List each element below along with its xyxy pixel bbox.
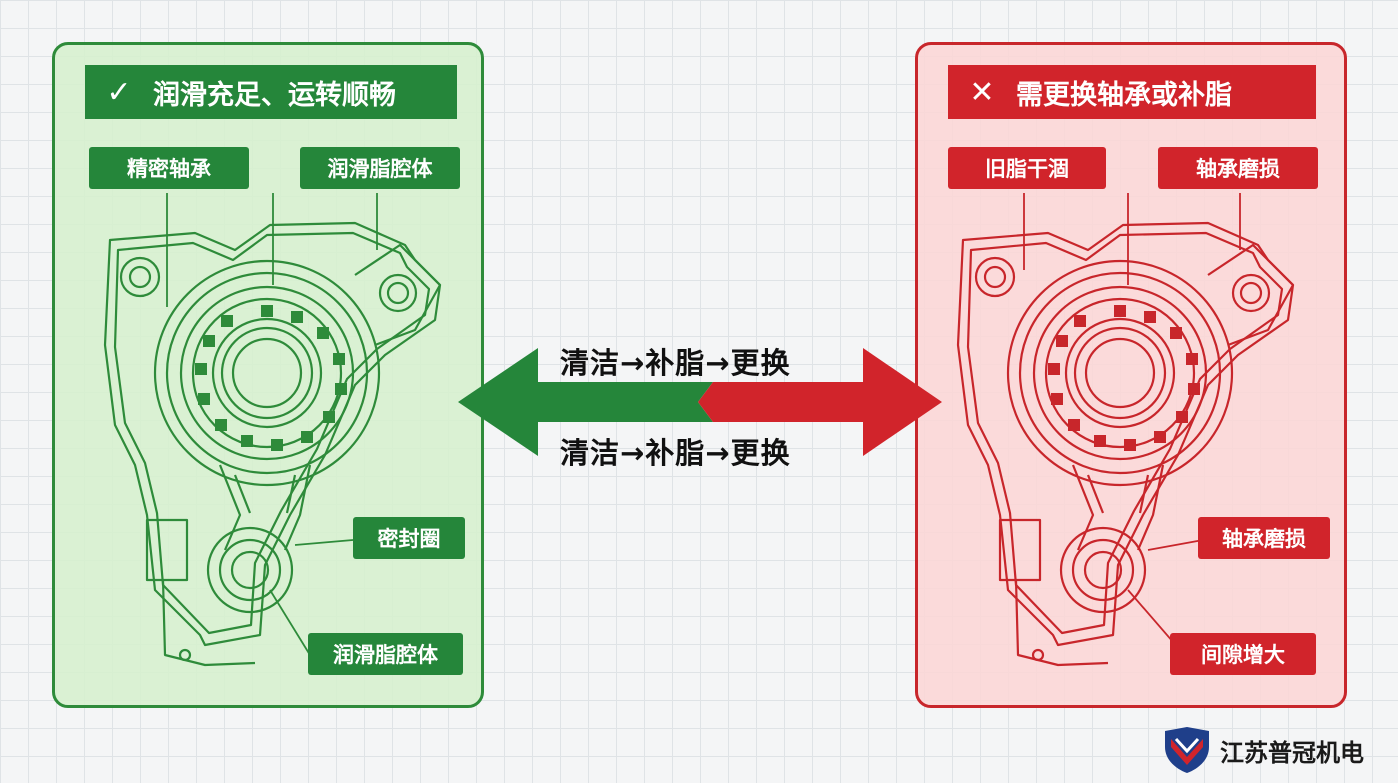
bad-condition-panel: ✕ 需更换轴承或补脂 旧脂干涸 轴承磨损 轴承磨损 间隙增大 bbox=[915, 42, 1347, 708]
bearing-housing-diagram-good bbox=[103, 193, 442, 667]
good-condition-panel: ✓ 润滑充足、运转顺畅 精密轴承 润滑脂腔体 密封圈 润滑脂腔体 bbox=[52, 42, 484, 708]
label-precision-bearing: 精密轴承 bbox=[89, 147, 249, 189]
cross-icon: ✕ bbox=[969, 74, 995, 110]
maintenance-steps-caption-top: 清洁→补脂→更换 bbox=[560, 346, 791, 380]
label-bearing-wear-bottom: 轴承磨损 bbox=[1198, 517, 1330, 559]
checkmark-icon: ✓ bbox=[106, 74, 132, 110]
maintenance-steps-caption-bottom: 清洁→补脂→更换 bbox=[560, 436, 791, 470]
label-old-grease-dried: 旧脂干涸 bbox=[948, 147, 1106, 189]
company-logo: 江苏普冠机电 bbox=[1162, 727, 1364, 773]
label-clearance-increased: 间隙增大 bbox=[1170, 633, 1316, 675]
company-name: 江苏普冠机电 bbox=[1220, 738, 1364, 767]
bearing-housing-diagram-worn bbox=[956, 193, 1295, 667]
label-bearing-wear-top: 轴承磨损 bbox=[1158, 147, 1318, 189]
bad-status-title: 需更换轴承或补脂 bbox=[1016, 79, 1232, 111]
label-seal-ring: 密封圈 bbox=[353, 517, 465, 559]
good-status-header: ✓ 润滑充足、运转顺畅 bbox=[85, 65, 457, 119]
red-arrow-right bbox=[698, 348, 942, 456]
bad-status-header: ✕ 需更换轴承或补脂 bbox=[948, 65, 1316, 119]
bidirectional-arrow bbox=[458, 348, 942, 456]
green-arrow-left bbox=[458, 348, 713, 456]
shield-logo-icon bbox=[1165, 727, 1209, 773]
good-status-title: 润滑充足、运转顺畅 bbox=[153, 79, 396, 111]
label-grease-cavity-top: 润滑脂腔体 bbox=[300, 147, 460, 189]
label-grease-cavity-bottom: 润滑脂腔体 bbox=[308, 633, 463, 675]
